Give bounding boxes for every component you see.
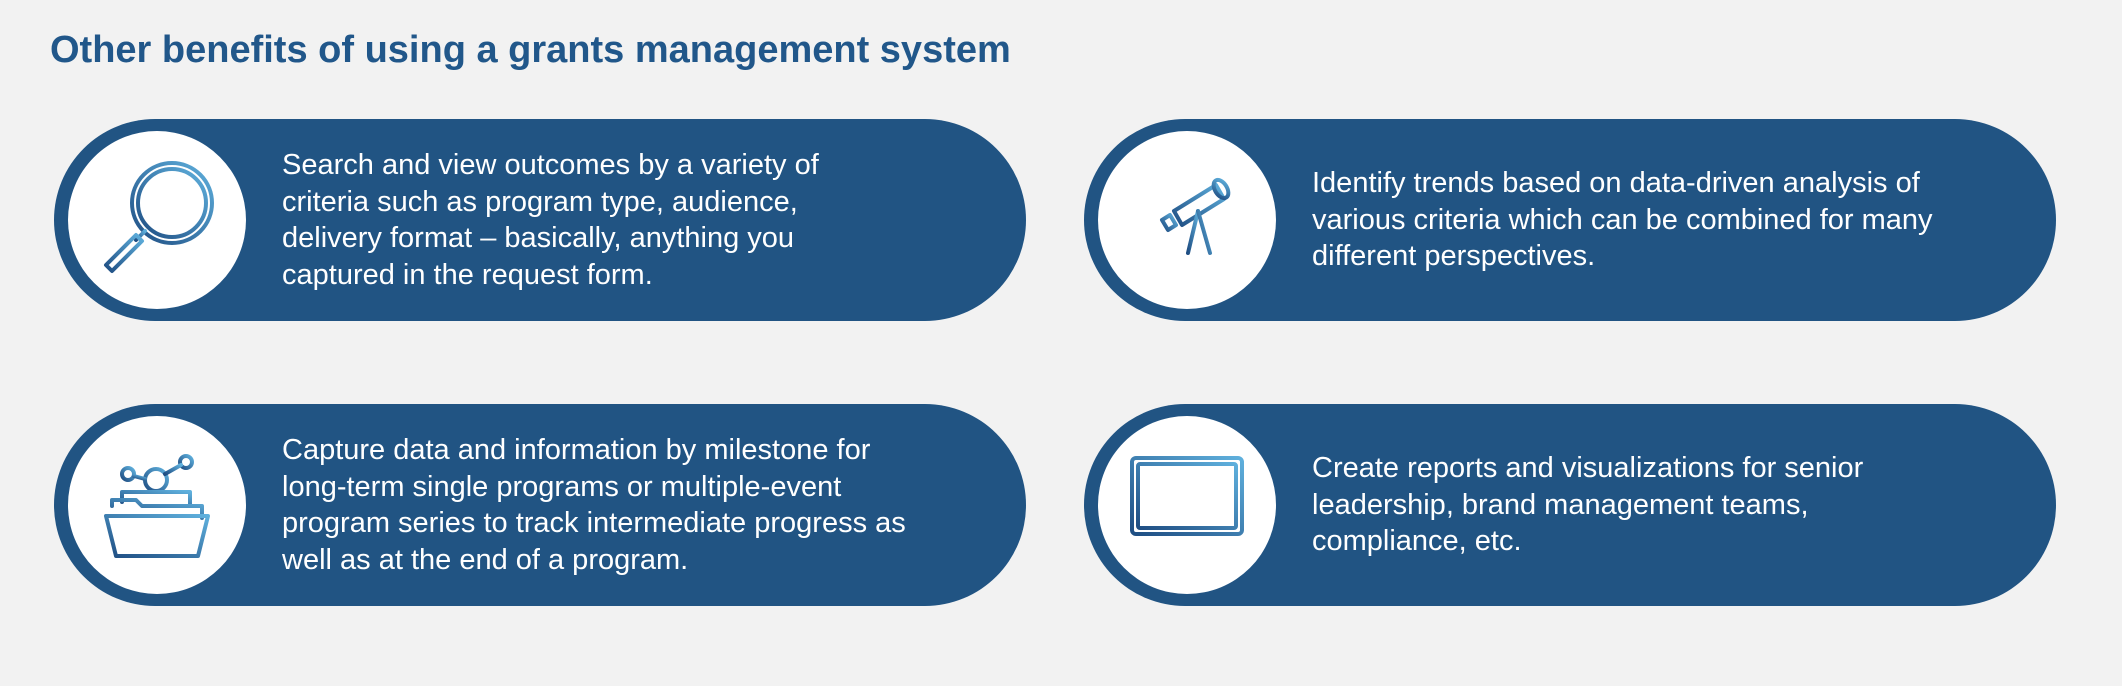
icon-badge — [68, 416, 246, 594]
benefit-card-reports: Create reports and visualizations for se… — [1084, 404, 2056, 606]
monitor-chart-icon — [1130, 456, 1244, 550]
benefit-card-search: Search and view outcomes by a variety of… — [54, 119, 1026, 321]
benefit-text: Capture data and information by mileston… — [282, 434, 906, 576]
page-title: Other benefits of using a grants managem… — [50, 29, 1011, 71]
benefit-card-trends: Identify trends based on data-driven ana… — [1084, 119, 2056, 321]
benefit-text: Identify trends based on data-driven ana… — [1312, 167, 1933, 273]
telescope-icon — [1142, 167, 1244, 269]
folder-network-icon — [104, 454, 210, 558]
benefit-card-milestones: Capture data and information by mileston… — [54, 404, 1026, 606]
icon-badge — [1098, 131, 1276, 309]
icon-badge — [1098, 416, 1276, 594]
benefit-text: Search and view outcomes by a variety of… — [282, 149, 819, 291]
icon-badge — [68, 131, 246, 309]
magnifier-chart-icon — [104, 161, 214, 273]
benefit-text: Create reports and visualizations for se… — [1312, 452, 1864, 558]
